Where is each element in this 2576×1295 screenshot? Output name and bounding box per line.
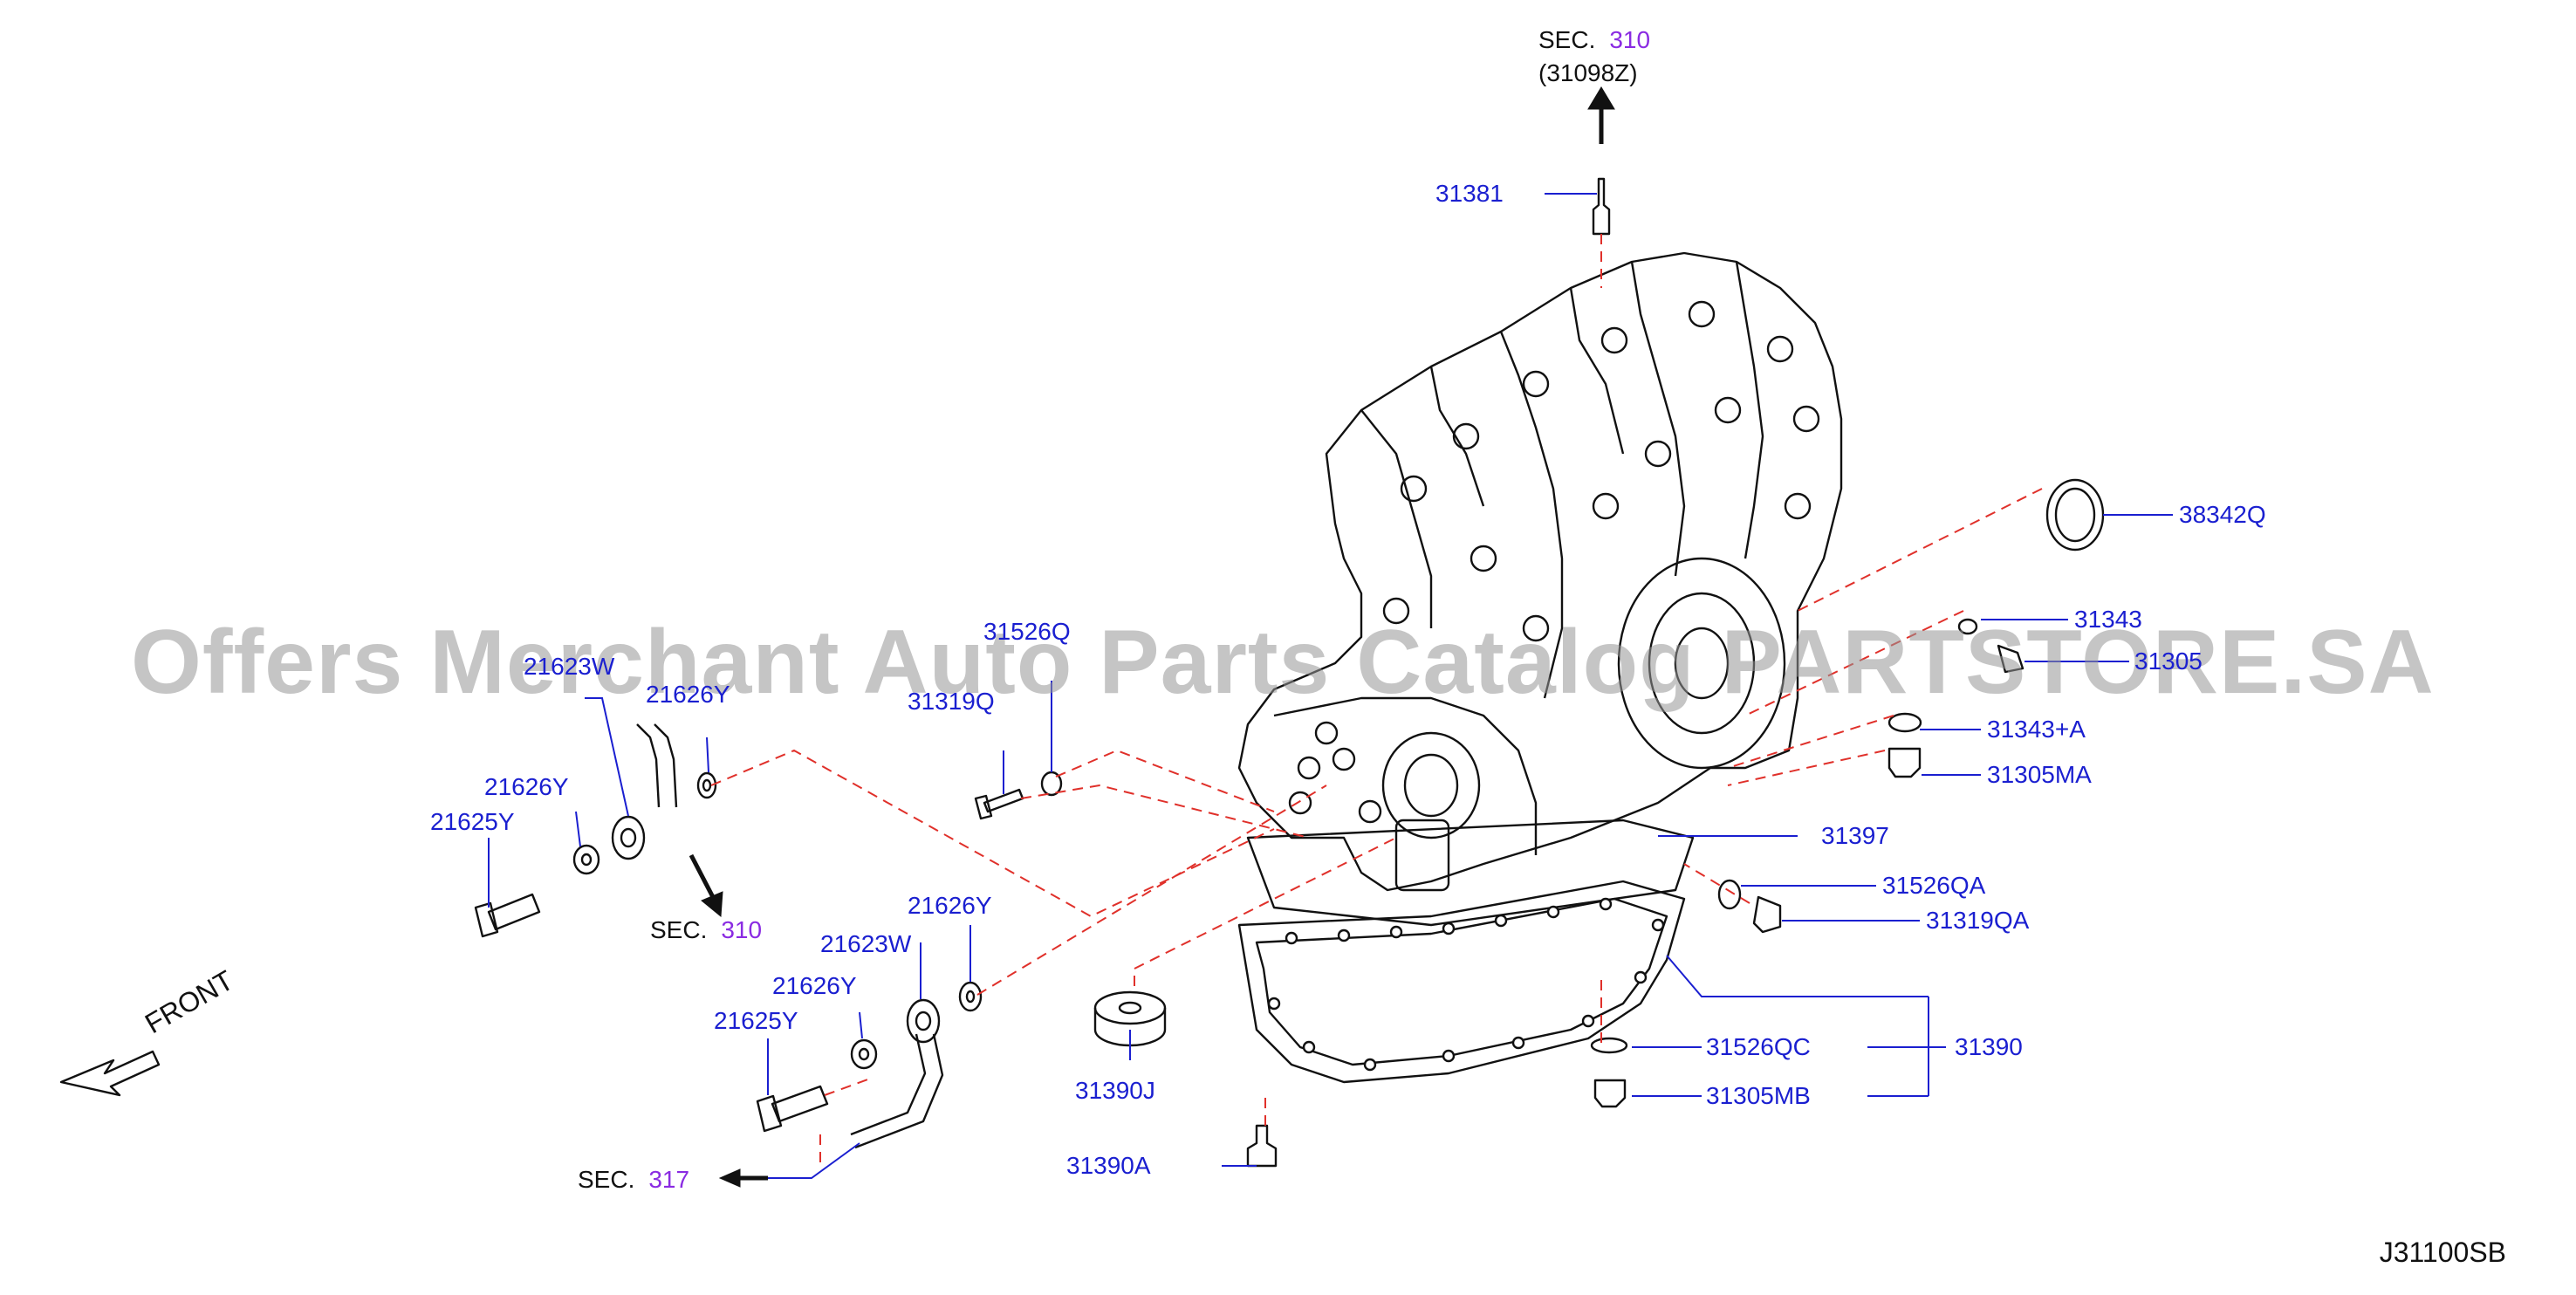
part-31319qa[interactable]: 31319QA [1926, 907, 2030, 934]
sec-310-left-arrow [689, 853, 716, 901]
part-21626y-b[interactable]: 21626Y [772, 972, 857, 999]
hose-21623w-bottom [850, 1033, 927, 1136]
sec-310-left[interactable]: SEC. 310 [650, 918, 762, 942]
part-31381[interactable]: 31381 [1435, 180, 1504, 207]
front-arrow [59, 1050, 161, 1097]
gasket-31397 [1246, 819, 1695, 927]
part-31343[interactable]: 31343 [2074, 606, 2142, 633]
part-21625y-a[interactable]: 21625Y [430, 808, 515, 835]
hose-21623w-top [636, 723, 661, 808]
part-21626y-c[interactable]: 21626Y [908, 892, 992, 919]
part-21626y-top[interactable]: 21626Y [646, 681, 730, 708]
part-31305[interactable]: 31305 [2134, 648, 2203, 675]
part-21625y-b[interactable]: 21625Y [714, 1007, 798, 1034]
part-31397[interactable]: 31397 [1821, 822, 1889, 849]
part-31390a[interactable]: 31390A [1066, 1152, 1151, 1179]
sec-310-top-sub: (31098Z) [1538, 59, 1638, 86]
oil-pan-31390 [1237, 880, 1686, 1084]
part-31305ma[interactable]: 31305MA [1987, 761, 2092, 788]
part-31343a[interactable]: 31343+A [1987, 716, 2086, 743]
transmission-case [1237, 251, 1843, 892]
part-31390[interactable]: 31390 [1955, 1033, 2023, 1060]
sec-number: 310 [721, 916, 763, 943]
part-31390j[interactable]: 31390J [1075, 1077, 1155, 1104]
part-21626y-a[interactable]: 21626Y [484, 773, 569, 800]
part-38342q[interactable]: 38342Q [2179, 501, 2266, 528]
sec-label: SEC. [578, 1166, 635, 1193]
part-31526qa[interactable]: 31526QA [1882, 872, 1986, 899]
part-21623w-b[interactable]: 21623W [820, 930, 912, 957]
diagram-code: J31100SB [2379, 1237, 2506, 1268]
part-31319q[interactable]: 31319Q [908, 688, 995, 715]
part-31526qc[interactable]: 31526QC [1706, 1033, 1811, 1060]
part-21623w-top[interactable]: 21623W [524, 653, 615, 680]
part-31526q[interactable]: 31526Q [983, 618, 1071, 645]
sec-label: SEC. [650, 916, 708, 943]
sec-317-bottom[interactable]: SEC. 317 [578, 1168, 689, 1192]
sec-310-top[interactable]: SEC. 310 [1538, 28, 1650, 52]
sec-label: SEC. [1538, 26, 1596, 53]
part-31305mb[interactable]: 31305MB [1706, 1082, 1811, 1109]
grommet-31390j [1093, 990, 1167, 1025]
bell-housing [1617, 557, 1786, 770]
sec-number: 310 [1609, 26, 1651, 53]
sec-number: 317 [648, 1166, 690, 1193]
